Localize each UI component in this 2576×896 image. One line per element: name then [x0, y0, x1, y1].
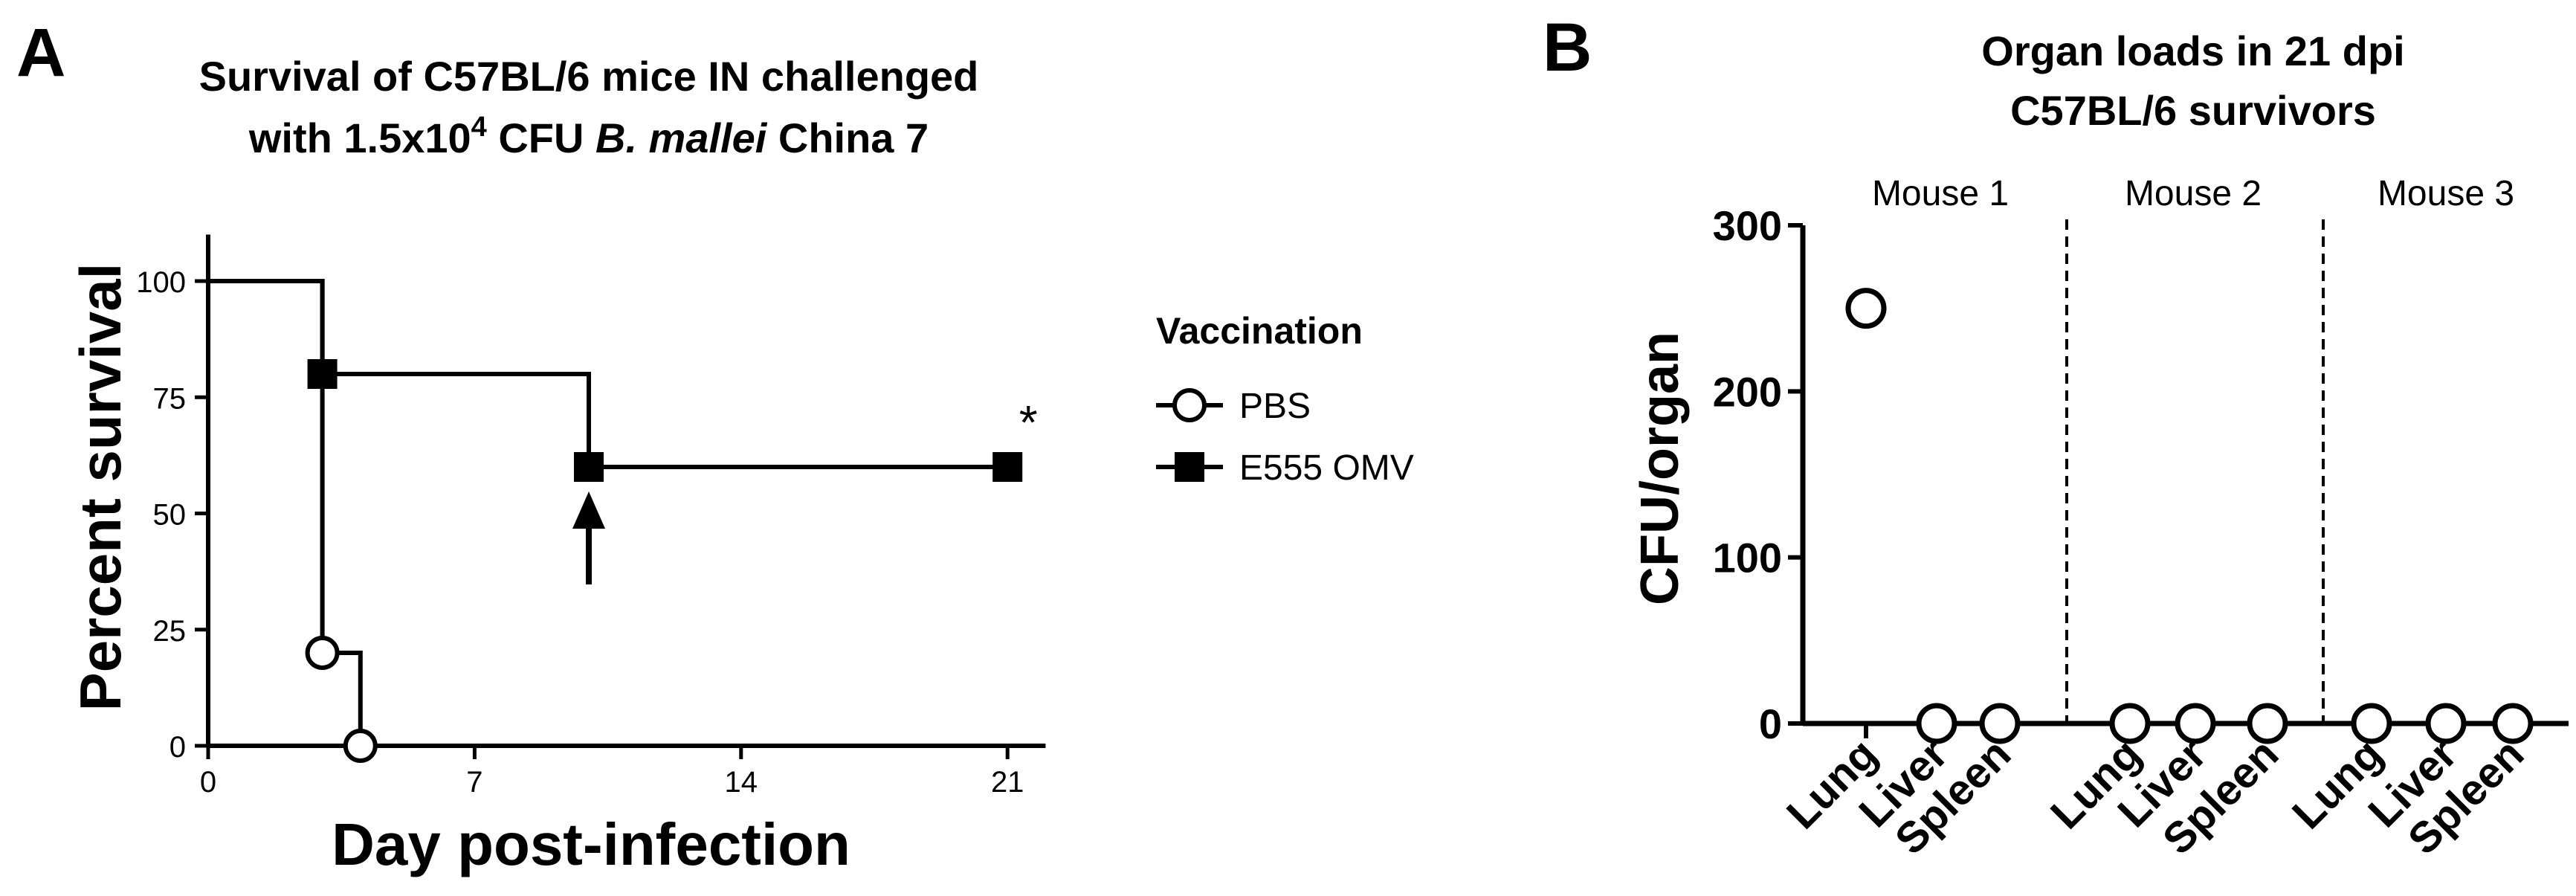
data-point: [1916, 703, 1957, 744]
group-label: Mouse 1: [1872, 174, 2009, 213]
panel-b-title-line1: Organ loads in 21 dpi: [1981, 28, 2404, 74]
y-tick-label: 100: [1713, 535, 1782, 581]
series-pbs-line: [208, 279, 363, 746]
series-e555-omv-point: [574, 452, 604, 482]
x-tick-label: 14: [725, 766, 758, 799]
data-point: [2247, 703, 2288, 744]
y-tick-label: 50: [153, 499, 187, 532]
series-pbs-point: [343, 729, 378, 763]
group-label: Mouse 3: [2378, 174, 2514, 213]
series-e555-omv-line: [208, 279, 1008, 469]
legend-e555-marker: [1175, 452, 1204, 482]
data-point: [1845, 288, 1887, 329]
x-tick-label: Lung: [2283, 729, 2392, 838]
data-point: [2425, 703, 2467, 744]
legend-e555-label: E555 OMV: [1239, 448, 1414, 488]
y-tick-label: 100: [136, 266, 186, 299]
y-tick-label: 300: [1713, 202, 1782, 249]
panel-a-plot: 0 7 14 21 0 25 50 75 100 *: [136, 234, 1046, 799]
data-point: [2175, 703, 2216, 744]
data-point: [2492, 703, 2534, 744]
legend-pbs-marker: [1172, 388, 1207, 422]
significance-asterisk: *: [1019, 396, 1038, 449]
panel-a-label: A: [16, 15, 65, 91]
panel-b-label: B: [1543, 10, 1592, 86]
legend-title: Vaccination: [1156, 310, 1363, 352]
x-tick-label: 0: [200, 766, 216, 799]
panel-b-y-axis-label: CFU/organ: [1630, 332, 1690, 605]
legend-item-e555-omv: E555 OMV: [1156, 448, 1414, 488]
series-e555-omv-point: [992, 452, 1023, 482]
panel-a-title-line1: Survival of C57BL/6 mice IN challenged: [199, 53, 979, 100]
y-tick-label: 0: [1759, 700, 1782, 747]
arrow-head: [572, 491, 605, 529]
panel-a-y-axis-label: Percent survival: [68, 263, 133, 712]
y-tick-label: 200: [1713, 368, 1782, 415]
group-label: Mouse 2: [2125, 174, 2262, 213]
legend-item-pbs: PBS: [1156, 387, 1311, 426]
series-e555-omv-point: [307, 359, 338, 389]
series-pbs-point: [305, 636, 340, 670]
data-point: [2351, 703, 2392, 744]
panel-b-title-line2: C57BL/6 survivors: [2010, 87, 2376, 134]
y-tick-label: 75: [153, 382, 187, 415]
x-tick-label: 7: [466, 766, 482, 799]
legend-pbs-label: PBS: [1239, 387, 1311, 426]
panel-a-title-line2: with 1.5x104 CFU B. mallei China 7: [248, 112, 929, 161]
y-tick-label: 0: [170, 731, 186, 764]
data-point: [1979, 703, 2021, 744]
data-point: [2109, 703, 2151, 744]
panel-a-x-axis-label: Day post-infection: [332, 811, 850, 877]
x-tick-label: 21: [991, 766, 1024, 799]
y-tick-label: 25: [153, 615, 187, 648]
